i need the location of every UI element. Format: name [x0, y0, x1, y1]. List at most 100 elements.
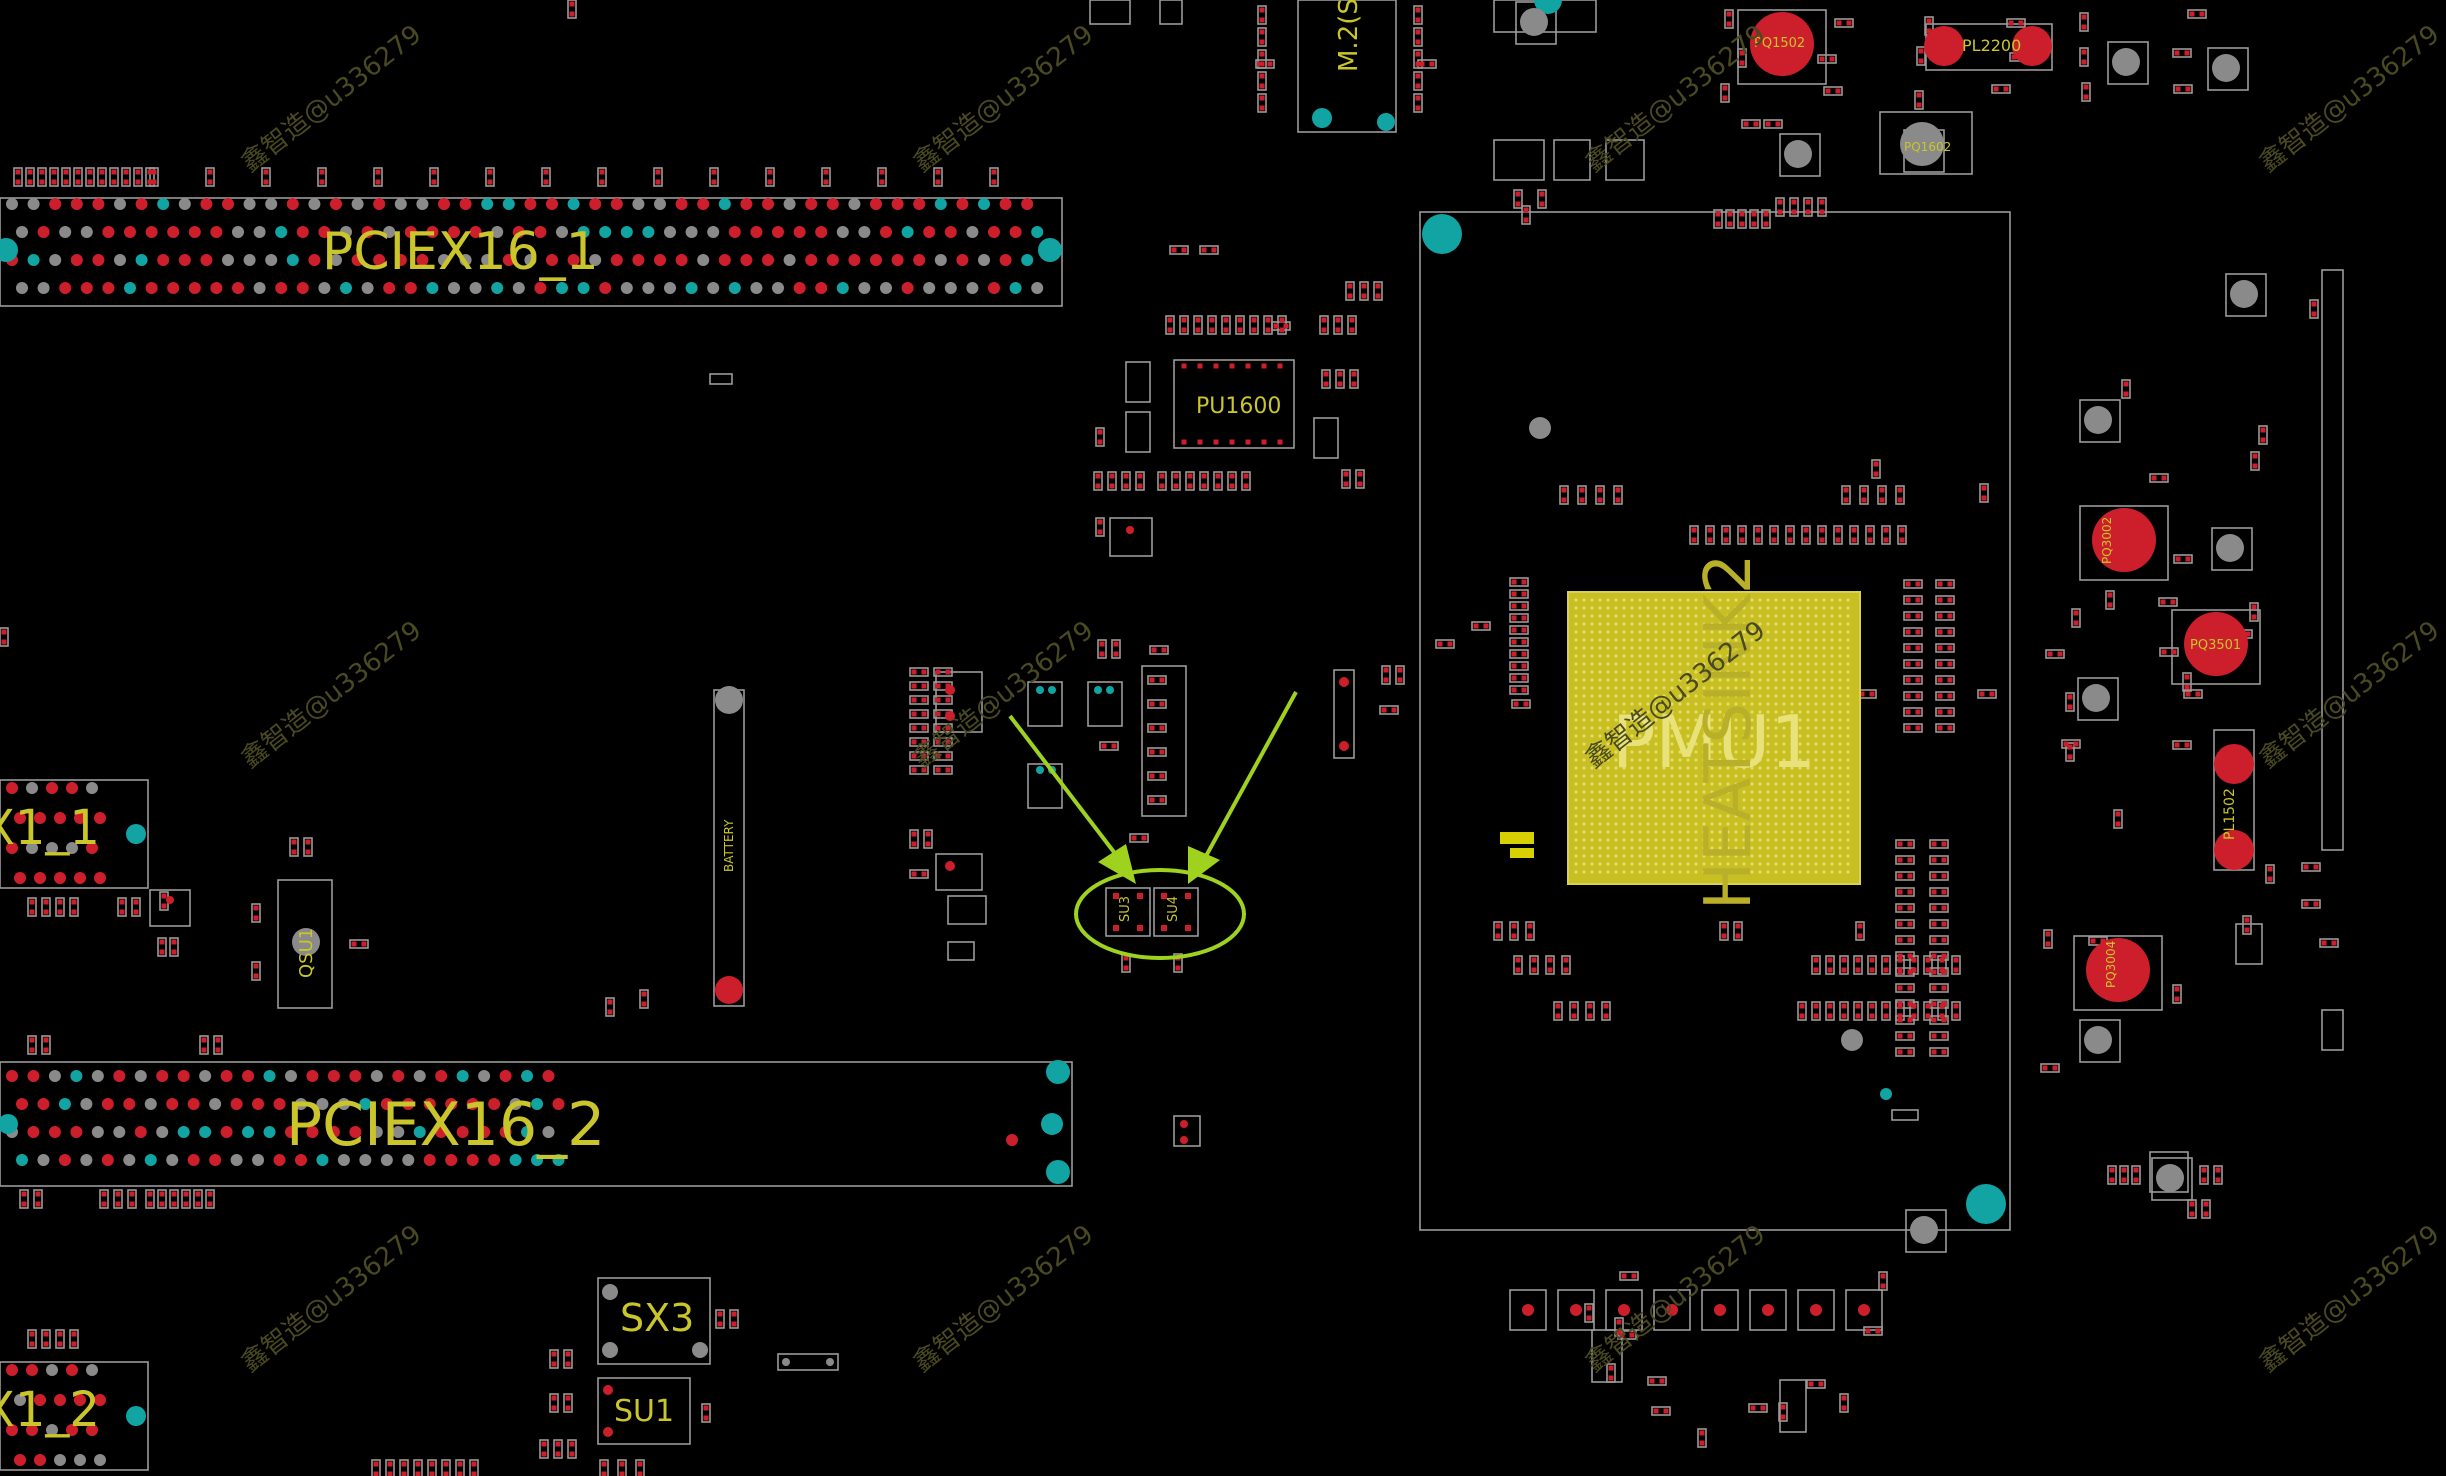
- slot-pin: [210, 282, 223, 294]
- bga-ball: [1606, 854, 1610, 858]
- bga-ball: [1718, 830, 1722, 834]
- bga-ball: [1718, 686, 1722, 690]
- passive-component: [1903, 723, 1923, 733]
- slot-pin: [275, 282, 288, 294]
- smd-pad: [935, 739, 941, 745]
- bga-ball: [1654, 734, 1658, 738]
- bga-ball: [1782, 726, 1786, 730]
- pad: [1924, 26, 1964, 66]
- bga-ball: [1654, 862, 1658, 866]
- bga-ball: [1822, 726, 1826, 730]
- bga-ball: [1614, 726, 1618, 730]
- slot-pin: [14, 1394, 26, 1406]
- smd-pad: [1941, 1033, 1947, 1039]
- smd-pad: [1555, 1003, 1561, 1009]
- passive-component: [193, 1189, 203, 1209]
- bga-ball: [1574, 766, 1578, 770]
- smd-pad: [1215, 483, 1221, 489]
- bga-ball: [1782, 702, 1786, 706]
- smd-pad: [1947, 645, 1953, 651]
- bga-ball: [1726, 766, 1730, 770]
- smd-pad: [921, 753, 927, 759]
- smd-pad: [1097, 429, 1103, 435]
- passive-component: [1179, 315, 1189, 335]
- smd-pad: [1843, 487, 1849, 493]
- bga-ball: [1750, 622, 1754, 626]
- su4-outline: [1153, 887, 1199, 937]
- bga-ball: [1798, 734, 1802, 738]
- bga-ball: [1774, 622, 1778, 626]
- bga-ball: [1846, 630, 1850, 634]
- slot-pin: [187, 1154, 200, 1166]
- smd-pad: [1907, 857, 1913, 863]
- bga-ball: [1630, 662, 1634, 666]
- slot-pin: [901, 282, 914, 294]
- bga-ball: [1598, 806, 1602, 810]
- bga-ball: [1694, 710, 1698, 714]
- passive-component: [37, 167, 47, 187]
- passive-component: [2301, 899, 2321, 909]
- bga-ball: [1838, 606, 1842, 610]
- slot-pin: [664, 282, 676, 294]
- bga-ball: [1726, 678, 1730, 682]
- bga-ball: [1574, 670, 1578, 674]
- passive-component: [1834, 18, 1854, 28]
- bga-ball: [1710, 790, 1714, 794]
- bga-ball: [1638, 606, 1642, 610]
- sx3-outline: [597, 1277, 711, 1365]
- bga-ball: [1766, 782, 1770, 786]
- bga-ball: [1814, 814, 1818, 818]
- slot-pin: [988, 226, 1000, 238]
- bga-ball: [1598, 750, 1602, 754]
- passive-component: [1903, 643, 1923, 653]
- bga-ball: [1574, 862, 1578, 866]
- bga-ball: [1598, 742, 1602, 746]
- smd-pad: [1337, 381, 1343, 387]
- slot-pin: [589, 198, 602, 210]
- passive-component: [1903, 627, 1923, 637]
- bga-ball: [1622, 774, 1626, 778]
- bga-ball: [1606, 678, 1610, 682]
- bga-ball: [1606, 806, 1610, 810]
- bga-ball: [1574, 846, 1578, 850]
- bga-ball: [1694, 766, 1698, 770]
- smd-pad: [1265, 327, 1271, 333]
- smd-pad: [1187, 473, 1193, 479]
- passive-component: [1951, 955, 1961, 975]
- smd-pad: [1515, 191, 1521, 197]
- bga-ball: [1830, 702, 1834, 706]
- smd-pad: [2160, 599, 2166, 605]
- bga-ball: [1614, 782, 1618, 786]
- smd-pad: [1855, 1003, 1861, 1009]
- slot-pin: [37, 1154, 50, 1166]
- smd-pad: [1159, 677, 1165, 683]
- bga-ball: [1710, 766, 1714, 770]
- smd-pad: [1857, 923, 1863, 929]
- passive-component: [41, 897, 51, 917]
- slot-pin: [66, 1364, 78, 1376]
- bga-ball: [1702, 662, 1706, 666]
- bga-ball: [1654, 638, 1658, 642]
- bga-ball: [1630, 742, 1634, 746]
- passive-component: [2071, 608, 2081, 628]
- bga-ball: [1694, 862, 1698, 866]
- bga-ball: [1630, 822, 1634, 826]
- smd-pad: [115, 1201, 121, 1207]
- slot-pin: [167, 226, 180, 238]
- passive-component: [1979, 483, 1989, 503]
- bga-ball: [1718, 670, 1722, 674]
- passive-component: [1095, 517, 1105, 537]
- bga-ball: [1734, 830, 1738, 834]
- smd-pad: [1931, 1049, 1937, 1055]
- slot-pin: [445, 1098, 458, 1110]
- bga-ball: [1702, 782, 1706, 786]
- passive-component: [1895, 855, 1915, 865]
- passive-component: [933, 695, 953, 705]
- bga-ball: [1726, 790, 1730, 794]
- bga-ball: [1582, 638, 1586, 642]
- bga-ball: [1830, 782, 1834, 786]
- smd-pad: [1699, 1440, 1705, 1446]
- passive-component: [1135, 471, 1145, 491]
- bga-ball: [1846, 782, 1850, 786]
- bga-ball: [1614, 734, 1618, 738]
